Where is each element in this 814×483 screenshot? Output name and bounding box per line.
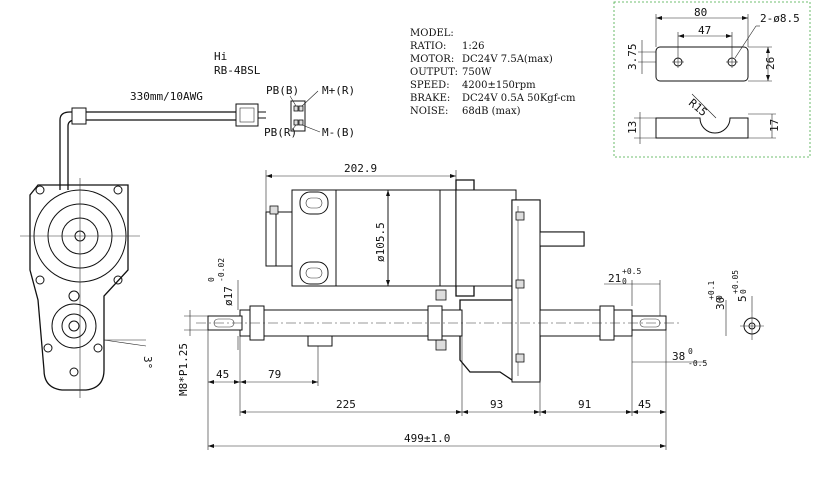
bracket-inset: 80 47 2-ø8.5 3.75 26 R15 13 17	[613, 1, 811, 158]
dim-axle-diameter: ø17	[222, 286, 235, 306]
spec-value-speed: 4200±150rpm	[462, 80, 536, 91]
spec-value-brake: DC24V 0.5A 50Kgf-cm	[462, 93, 576, 104]
dim-total: 499±1.0	[404, 432, 450, 445]
dim-seg-45-left: 45	[216, 368, 229, 381]
pin-m-minus-b: M-(B)	[322, 126, 355, 139]
output-shaft	[539, 231, 585, 247]
dim-key-30-tol-up: +0.1	[707, 281, 716, 300]
dim-key-38: 38	[672, 350, 685, 363]
spec-value-ratio: 1:26	[462, 41, 484, 52]
spec-value-motor: DC24V 7.5A(max)	[462, 54, 553, 65]
bracket-total-height: 17	[768, 119, 781, 132]
pin-pb-b: PB(B)	[266, 84, 299, 97]
dim-key-5: 5	[736, 295, 749, 302]
pin-m-plus-r: M+(R)	[322, 84, 355, 97]
spec-label-output: OUTPUT:	[410, 67, 458, 78]
dimensions: 202.9 ø105.5 ø17 0 -0.02 M8*P1.25 45 79 …	[177, 162, 753, 450]
dim-motor-length: 202.9	[344, 162, 377, 175]
spec-label-speed: SPEED:	[410, 80, 450, 91]
bracket-depth: 26	[764, 57, 777, 70]
dim-key-38-tol-up: 0	[688, 347, 693, 356]
motor-terminal-bottom	[299, 261, 329, 285]
connector-model: RB-4BSL	[214, 64, 261, 77]
spec-label-brake: BRAKE:	[410, 93, 450, 104]
gearbox-end-circle	[51, 303, 97, 349]
bracket-side	[655, 117, 749, 139]
connector-plug	[235, 103, 259, 127]
dim-key-38-tol-low: -0.5	[688, 359, 707, 368]
dim-key-30: 30	[714, 297, 727, 310]
dim-thread: M8*P1.25	[177, 343, 190, 396]
dim-seg-91: 91	[578, 398, 591, 411]
spec-label-motor: MOTOR:	[410, 54, 454, 65]
dim-key-5-tol-up: +0.05	[731, 270, 740, 294]
pin-pb-r: PB(R)	[264, 126, 297, 139]
bracket-radius: R15	[686, 96, 710, 119]
bracket-width: 80	[694, 6, 707, 19]
spec-value-noise: 68dB (max)	[462, 106, 521, 117]
bracket-hole-spacing: 47	[698, 24, 711, 37]
spec-label-model: MODEL:	[410, 28, 454, 39]
dim-key-21: 21	[608, 272, 621, 285]
inset-frame	[613, 1, 811, 158]
dim-axle-tol-upper: 0	[207, 277, 216, 282]
spec-table: MODEL: RATIO: 1:26 MOTOR: DC24V 7.5A(max…	[410, 28, 576, 117]
brake-cap	[265, 211, 293, 267]
dim-motor-diameter: ø105.5	[374, 222, 387, 262]
bracket-height: 3.75	[626, 44, 639, 71]
spec-label-noise: NOISE:	[410, 106, 448, 117]
gearbox-cover	[511, 199, 541, 383]
dim-seg-225: 225	[336, 398, 356, 411]
cable-top	[59, 111, 236, 190]
connector-brand: Hi	[214, 50, 227, 63]
motor-terminal-top	[299, 191, 329, 215]
main-assembly	[196, 179, 764, 383]
dim-key-21-tol-low: 0	[622, 277, 627, 286]
spec-value-output: 750W	[462, 67, 492, 78]
tilt-angle: 3°	[141, 356, 154, 369]
end-view: 3°	[20, 178, 154, 398]
dim-key-21-tol: +0.5	[622, 267, 641, 276]
cable-bottom	[67, 119, 236, 190]
cable-length: 330mm/10AWG	[130, 90, 203, 103]
bracket-holes: 2-ø8.5	[760, 12, 800, 25]
connector-detail: Hi RB-4BSL 330mm/10AWG PB(B) M+(R) PB(R)…	[59, 50, 355, 190]
bracket-base-height: 13	[626, 121, 639, 134]
end-view-housing	[29, 184, 129, 391]
bracket-plate	[655, 46, 749, 82]
dim-seg-93: 93	[490, 398, 503, 411]
cable-clip	[71, 107, 87, 125]
dim-key-5-tol-low: 0	[739, 289, 748, 294]
spec-label-ratio: RATIO:	[410, 41, 446, 52]
dim-axle-tol-lower: -0.02	[217, 258, 226, 282]
dim-seg-79: 79	[268, 368, 281, 381]
axle-bracket	[307, 336, 333, 347]
dim-seg-45-right: 45	[638, 398, 651, 411]
dim-key-30-tol-low: 0	[715, 295, 724, 300]
motor-flange	[455, 189, 517, 287]
